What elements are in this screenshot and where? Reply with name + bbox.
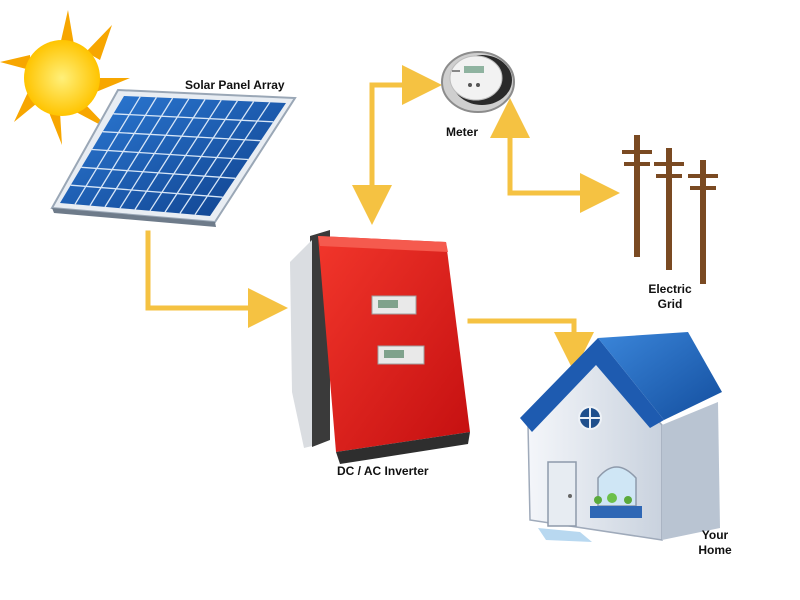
arrow-inverter-to-home xyxy=(467,318,594,372)
inverter-icon xyxy=(290,230,470,464)
home-icon xyxy=(520,332,722,542)
solar-panel-icon xyxy=(50,88,297,227)
arrow-panel-to-inverter xyxy=(145,230,288,328)
panel-grid-line xyxy=(81,166,236,179)
panel-grid-line xyxy=(102,131,261,142)
electric-grid-label-line2: Grid xyxy=(657,297,683,311)
meter-icon xyxy=(441,51,515,113)
flow-arrows xyxy=(145,65,620,372)
meter-label: Meter xyxy=(446,125,479,139)
electric-grid-label: Electric Grid xyxy=(646,282,694,312)
electric-grid-label-line1: Electric xyxy=(648,282,692,296)
electric-grid-icon xyxy=(622,135,718,284)
home-label-line1: Your xyxy=(701,528,729,542)
arrow-meter-grid xyxy=(507,125,620,213)
panel-grid-line xyxy=(91,148,249,161)
inverter-label: DC / AC Inverter xyxy=(337,464,429,478)
panel-grid-line xyxy=(113,113,274,123)
solar-panel-array-label: Solar Panel Array xyxy=(185,78,285,92)
home-label-line2: Home xyxy=(698,543,732,557)
home-label: Your Home xyxy=(690,528,740,558)
arrow-inverter-meter xyxy=(369,65,442,206)
sun-icon xyxy=(0,10,130,145)
panel-grid-line xyxy=(70,184,223,198)
